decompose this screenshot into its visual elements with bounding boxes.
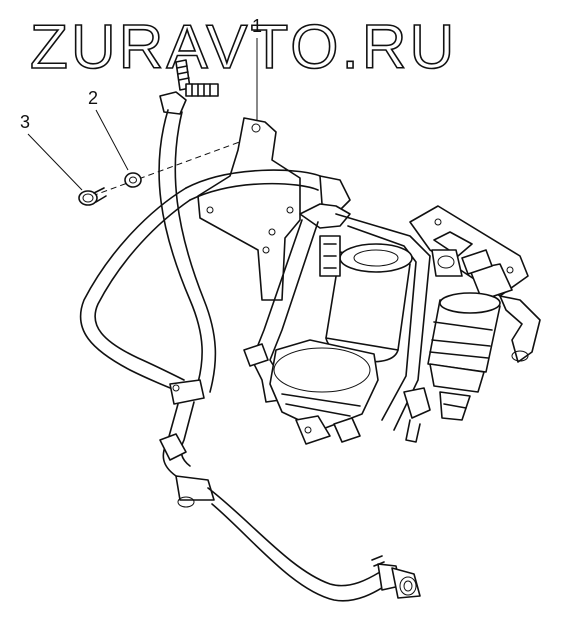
callout-3: 3 [20, 112, 30, 132]
fuel-hose-lower [159, 401, 389, 602]
leader-lines [27, 38, 258, 197]
callout-1: 1 [252, 16, 262, 36]
fuel-pump-motor [319, 235, 413, 363]
callout-2: 2 [88, 88, 98, 108]
nut-part [124, 172, 142, 188]
fuel-hose-upper [158, 109, 217, 393]
tee-fitting [159, 59, 219, 115]
fuel-hose-loop [79, 169, 321, 393]
frame-clamp [243, 343, 361, 443]
water-separator-filter [427, 292, 501, 421]
hose-clamp-middle [169, 379, 205, 405]
inlet-fitting [431, 249, 493, 277]
outlet-elbow [499, 295, 541, 363]
leader-line-3 [27, 133, 83, 191]
pump-base [269, 339, 379, 445]
quick-connector [371, 555, 421, 599]
assembly-axis-dashed [91, 139, 246, 197]
drain-fitting [403, 387, 431, 443]
mounting-bracket [197, 117, 301, 301]
filter-housing [409, 205, 529, 301]
watermark-text: ZURAVTO.RU [30, 13, 457, 82]
bolt-part [78, 187, 107, 206]
leader-line-2 [95, 109, 129, 171]
